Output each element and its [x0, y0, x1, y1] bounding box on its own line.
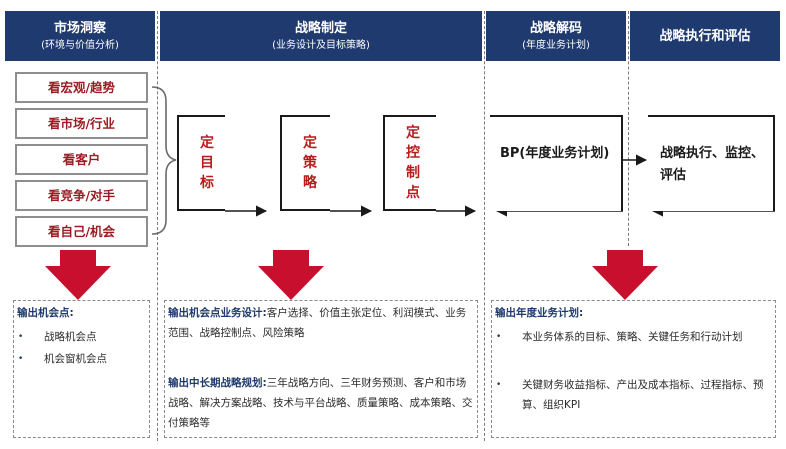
- header-execution-evaluation: 战略执行和评估: [630, 11, 780, 61]
- header-title: 战略制定: [294, 21, 347, 36]
- output-market-item: 战略机会点: [44, 331, 97, 343]
- market-item-macro: 看宏观/趋势: [15, 72, 148, 103]
- output-market-label: 输出机会点:: [17, 307, 74, 319]
- column-divider: [628, 11, 629, 246]
- output-decode-item: 关键财务收益指标、产出及成本指标、过程指标、预算、组织KPI: [522, 379, 764, 411]
- bp-box: BP(年度业务计划): [490, 115, 623, 211]
- output-strategy-text-2: 三年战略方向、三年财务预测、客户和市场战略、解决方案战略、技术与平台战略、质量策…: [168, 377, 473, 429]
- header-subtitle: (环境与价值分析): [41, 40, 119, 51]
- brace-icon: [151, 86, 177, 235]
- market-item-competitor: 看竞争/对手: [15, 180, 148, 211]
- output-strategy-design: 输出机会点业务设计:客户选择、价值主张定位、利润模式、业务范围、战略控制点、风险…: [168, 303, 474, 343]
- market-item-industry: 看市场/行业: [15, 108, 148, 139]
- market-item-customer: 看客户: [15, 144, 148, 175]
- header-title: 战略执行和评估: [659, 28, 751, 44]
- step-label: 定目标: [200, 135, 214, 191]
- output-decode-item: 本业务体系的目标、策略、关键任务和行动计划: [522, 331, 743, 343]
- bullet-icon: •: [18, 354, 24, 364]
- output-market-box: 输出机会点: • 战略机会点 • 机会窗机会点: [13, 300, 150, 438]
- output-decode-box: 输出年度业务计划: • 本业务体系的目标、策略、关键任务和行动计划 • 关键财务…: [491, 300, 776, 438]
- column-divider: [157, 11, 158, 441]
- output-strategy-text-1: 客户选择、价值主张定位、利润模式、业务范围、战略控制点、风险策略: [168, 307, 467, 339]
- step-label: 定策略: [303, 135, 317, 191]
- big-arrow-down-icon: [258, 250, 324, 300]
- step-set-goal: 定目标: [177, 115, 225, 211]
- header-title: 市场洞察: [53, 21, 106, 36]
- step-label: 定控制点: [406, 125, 420, 201]
- bp-box-label: BP(年度业务计划): [500, 146, 610, 161]
- header-market-insight: 市场洞察 (环境与价值分析): [5, 11, 155, 61]
- bullet-icon: •: [18, 332, 24, 342]
- header-strategy-decoding: 战略解码 (年度业务计划): [486, 11, 626, 61]
- column-divider: [484, 11, 485, 441]
- output-strategy-box: 输出机会点业务设计:客户选择、价值主张定位、利润模式、业务范围、战略控制点、风险…: [164, 300, 478, 438]
- header-subtitle: (业务设计及目标策略): [272, 40, 370, 51]
- big-arrow-down-icon: [592, 250, 658, 300]
- bullet-icon: •: [496, 332, 502, 342]
- execution-box: 战略执行、监控、评估: [648, 115, 775, 211]
- header-title: 战略解码: [529, 21, 582, 36]
- output-strategy-label-2: 输出中长期战略规划:: [168, 377, 267, 389]
- header-strategy-formulation: 战略制定 (业务设计及目标策略): [160, 11, 482, 61]
- execution-box-label: 战略执行、监控、评估: [660, 146, 765, 183]
- step-set-strategy: 定策略: [280, 115, 330, 211]
- big-arrow-down-icon: [45, 250, 111, 300]
- header-subtitle: (年度业务计划): [522, 40, 590, 51]
- output-decode-label: 输出年度业务计划:: [495, 307, 584, 319]
- output-strategy-plan: 输出中长期战略规划:三年战略方向、三年财务预测、客户和市场战略、解决方案战略、技…: [168, 373, 474, 433]
- output-strategy-label-1: 输出机会点业务设计:: [168, 307, 267, 319]
- bullet-icon: •: [496, 380, 502, 390]
- market-item-self: 看自己/机会: [15, 216, 148, 247]
- step-set-control-point: 定控制点: [383, 115, 436, 211]
- output-market-item: 机会窗机会点: [44, 353, 107, 365]
